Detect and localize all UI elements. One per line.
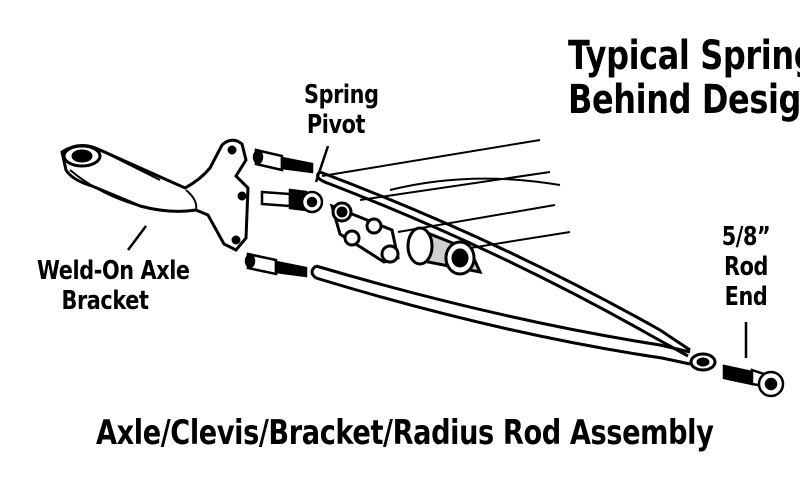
- typical-spring-title: Typical Spring Behind Design: [568, 33, 800, 123]
- rodend-line-2: Rod: [724, 252, 768, 282]
- clevis-rod-ends: [244, 148, 324, 278]
- leader-lines: [127, 145, 748, 358]
- pivot-line-2: Pivot: [306, 110, 366, 140]
- bracket-line-1: Weld-On Axle: [37, 256, 190, 286]
- assembly-title: Axle/Clevis/Bracket/Radius Rod Assembly: [96, 413, 714, 453]
- rod-end-label: 5/8” Rod End: [714, 222, 778, 312]
- rodend-line-1: 5/8”: [721, 222, 771, 252]
- five-eighths-rod-end: [722, 364, 785, 398]
- design-line-1: Typical Spring: [568, 33, 800, 79]
- design-line-2: Behind Design: [568, 77, 800, 123]
- weld-on-axle-bracket-label: Weld-On Axle Bracket: [37, 256, 190, 316]
- bracket-line-2: Bracket: [61, 286, 149, 316]
- spring-pivot: [329, 201, 483, 276]
- spring-pivot-label: Spring Pivot: [304, 80, 379, 140]
- weld-on-axle-bracket: [60, 138, 250, 252]
- radius-rod: [310, 170, 717, 372]
- rodend-line-3: End: [724, 282, 768, 312]
- pivot-line-1: Spring: [304, 80, 379, 110]
